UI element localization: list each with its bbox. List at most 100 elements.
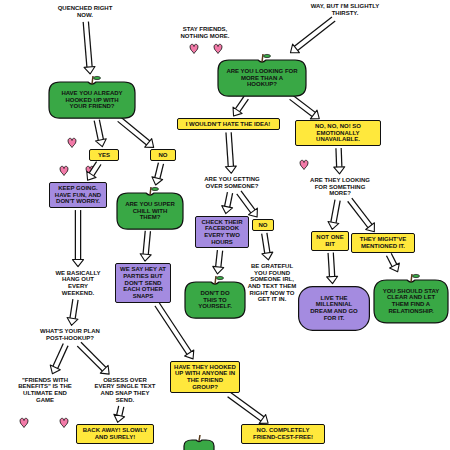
answer-box: NO. COMPLETELY FRIEND-CEST-FREE!: [241, 424, 325, 443]
node-text: QUENCHED RIGHT NOW.: [55, 5, 115, 18]
block-arrow: [222, 193, 233, 214]
apple-stem: [92, 76, 93, 84]
heart-decorations: [20, 44, 308, 427]
block-arrow: [50, 345, 65, 374]
block-arrow: [229, 395, 268, 424]
block-arrow: [290, 19, 333, 53]
apple-stem: [150, 187, 151, 195]
node-text: WHAT'S YOUR PLAN POST-HOOKUP?: [38, 328, 102, 341]
apple-body: [185, 282, 245, 318]
node-text: YOU SHOULD STAY CLEAR AND LET THEM FIND …: [382, 288, 440, 315]
node-text: ARE YOU LOOKING FOR MORE THAN A HOOKUP?: [226, 68, 298, 88]
apple-body: [374, 280, 448, 323]
heart: [300, 160, 308, 169]
block-arrow: [213, 250, 224, 274]
flow-text: "FRIENDS WITH BENEFITS" IS THE ULTIMATE …: [15, 376, 75, 405]
apple-leaf: [264, 54, 271, 57]
apple-leaf: [413, 274, 420, 277]
node-text: THEY MIGHT'VE MENTIONED IT.: [355, 236, 411, 249]
block-arrow: [328, 200, 339, 229]
action-box: KEEP GOING. HAVE FUN, AND DON'T WORRY.: [49, 182, 107, 208]
node-text: "FRIENDS WITH BENEFITS" IS THE ULTIMATE …: [16, 377, 74, 404]
node-text: YES: [93, 152, 115, 159]
answer-box: HAVE THEY HOOKED UP WITH ANYONE IN THE F…: [170, 361, 240, 394]
block-arrow: [239, 192, 258, 217]
block-arrow: [84, 22, 95, 74]
flow-text: WHAT'S YOUR PLAN POST-HOOKUP?: [37, 327, 103, 342]
flow-text: OBSESS OVER EVERY SINGLE TEXT AND SNAP T…: [93, 376, 157, 405]
block-arrow: [291, 97, 319, 119]
heart: [214, 44, 222, 53]
apple-body: [49, 82, 135, 118]
partial-apple: [184, 435, 214, 450]
node-text: OBSESS OVER EVERY SINGLE TEXT AND SNAP T…: [94, 377, 156, 404]
flow-text: WAY, BUT I'M SLIGHTLY THIRSTY.: [304, 2, 386, 17]
apple-stem: [215, 276, 216, 284]
answer-box: NO: [252, 219, 274, 232]
cloud-body: [299, 286, 370, 330]
node-text: ARE YOU GETTING OVER SOMEONE?: [196, 176, 268, 189]
action-box: CHECK THEIR FACEBOOK EVERY TWO HOURS: [195, 216, 249, 249]
flow-text: BE GRATEFUL YOU FOUND SOMEONE IRL, AND T…: [246, 262, 298, 304]
node-text: BE GRATEFUL YOU FOUND SOMEONE IRL, AND T…: [247, 263, 297, 303]
answer-box: BACK AWAY! SLOWLY AND SURELY!: [76, 424, 154, 443]
answer-box: YES: [89, 149, 119, 162]
block-arrow: [327, 253, 338, 284]
apple-leaf: [152, 187, 159, 190]
block-arrow: [119, 119, 153, 147]
node-text: DON'T DO THIS TO YOURSELF.: [193, 290, 237, 310]
answer-box: THEY MIGHT'VE MENTIONED IT.: [351, 233, 415, 252]
node-text: HAVE THEY HOOKED UP WITH ANYONE IN THE F…: [174, 364, 236, 391]
dream-cloud: LIVE THE MILLENNIAL DREAM AND GO FOR IT.: [298, 286, 370, 331]
node-text: LIVE THE MILLENNIAL DREAM AND GO FOR IT.: [307, 295, 361, 322]
apple-body: [218, 60, 306, 96]
node-text: WAY, BUT I'M SLIGHTLY THIRSTY.: [305, 3, 385, 16]
node-text: WE SAY HEY AT PARTIES BUT DON'T SEND EAC…: [119, 266, 167, 300]
node-text: WE BASICALLY HANG OUT EVERY WEEKEND.: [53, 270, 103, 297]
node-text: HAVE YOU ALREADY HOOKED UP WITH YOUR FRI…: [57, 90, 127, 110]
flow-text: STAY FRIENDS, NOTHING MORE.: [168, 25, 242, 40]
apple-body: [117, 193, 183, 229]
node-text: NO, NO, NO! SO EMOTIONALLY UNAVAILABLE.: [299, 123, 377, 143]
heart: [20, 418, 28, 427]
node-text: NO: [154, 152, 172, 159]
answer-box: NOT ONE BIT: [311, 231, 349, 250]
node-text: STAY FRIENDS, NOTHING MORE.: [169, 26, 241, 39]
question-apple: HAVE YOU ALREADY HOOKED UP WITH YOUR FRI…: [49, 76, 135, 118]
node-text: BACK AWAY! SLOWLY AND SURELY!: [80, 427, 150, 440]
answer-box: NO: [150, 149, 176, 162]
flow-text: WE BASICALLY HANG OUT EVERY WEEKEND.: [52, 269, 104, 298]
block-arrow: [233, 98, 246, 116]
node-text: NO: [256, 222, 270, 229]
flow-text: ARE YOU GETTING OVER SOMEONE?: [195, 175, 269, 190]
question-apple: ARE YOU SUPER CHILL WITH THEM?: [117, 187, 183, 229]
block-arrow: [225, 132, 236, 173]
block-arrow: [152, 163, 163, 185]
question-apple: DON'T DO THIS TO YOURSELF.: [185, 276, 245, 318]
block-arrow: [262, 233, 273, 260]
apple-stem: [411, 274, 412, 282]
heart: [60, 418, 68, 427]
apple-stem: [262, 54, 263, 62]
answer-box: NO, NO, NO! SO EMOTIONALLY UNAVAILABLE.: [295, 120, 381, 146]
apple-leaf: [217, 276, 224, 279]
block-arrow: [87, 163, 99, 180]
node-text: KEEP GOING. HAVE FUN, AND DON'T WORRY.: [53, 185, 103, 205]
action-box: WE SAY HEY AT PARTIES BUT DON'T SEND EAC…: [115, 263, 171, 303]
apple-leaf: [94, 76, 101, 79]
node-text: ARE YOU SUPER CHILL WITH THEM?: [125, 201, 175, 221]
flow-text: ARE THEY LOOKING FOR SOMETHING MORE?: [303, 176, 377, 198]
node-text: CHECK THEIR FACEBOOK EVERY TWO HOURS: [199, 219, 245, 246]
block-arrow: [350, 200, 375, 232]
block-arrow: [114, 406, 125, 422]
block-arrow: [73, 210, 84, 266]
node-text: ARE THEY LOOKING FOR SOMETHING MORE?: [304, 177, 376, 197]
node-text: NO. COMPLETELY FRIEND-CEST-FREE!: [245, 427, 321, 440]
heart: [68, 138, 76, 147]
block-arrow: [79, 344, 109, 374]
block-arrow: [389, 255, 400, 272]
heart: [190, 44, 198, 53]
question-apple: YOU SHOULD STAY CLEAR AND LET THEM FIND …: [374, 274, 448, 323]
